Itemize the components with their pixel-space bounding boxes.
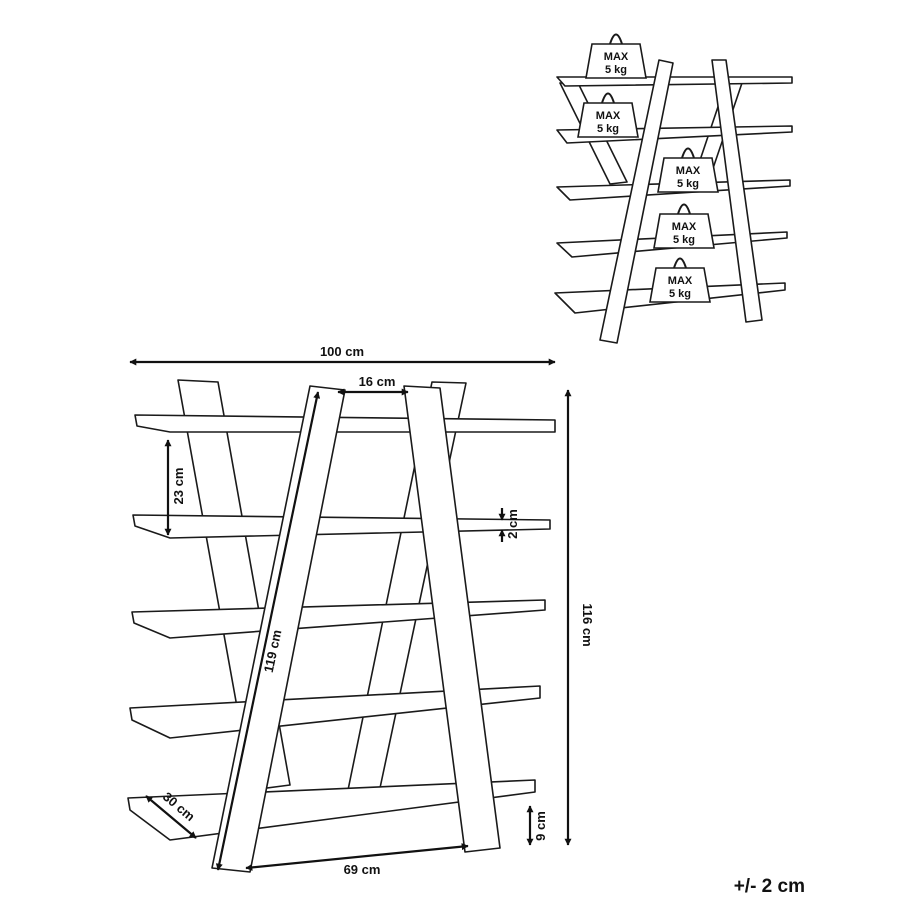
weight-icon: MAX 5 kg bbox=[585, 33, 647, 79]
weight-label-max: MAX bbox=[676, 165, 701, 177]
weight-label-kg: 5 kg bbox=[669, 288, 691, 300]
weight-icon: MAX 5 kg bbox=[657, 147, 719, 193]
small-front-leg-left bbox=[599, 59, 674, 344]
shelf-depth-dimension-arrow bbox=[145, 795, 197, 839]
front-leg-right bbox=[403, 385, 501, 853]
load-capacity-diagram: MAX 5 kg MAX 5 kg MAX 5 kg MAX 5 kg MAX … bbox=[554, 33, 793, 344]
leg-bottom-width-label: 69 cm bbox=[344, 862, 381, 877]
weight-label-kg: 5 kg bbox=[673, 234, 695, 246]
leg-top-width-label: 16 cm bbox=[359, 374, 396, 389]
weight-label-kg: 5 kg bbox=[677, 178, 699, 190]
small-front-leg-right bbox=[711, 59, 763, 323]
leg-length-dimension-arrow bbox=[215, 391, 321, 871]
shelf-2 bbox=[132, 514, 551, 539]
weight-icon: MAX 5 kg bbox=[577, 92, 639, 138]
dimension-drawing: 100 cm 16 cm 116 cm 119 cm 69 cm 23 cm 2… bbox=[127, 344, 595, 877]
weight-label-max: MAX bbox=[596, 110, 621, 122]
shelf-1 bbox=[134, 414, 556, 433]
weight-label-max: MAX bbox=[604, 51, 629, 63]
shelf-thickness-label: 2 cm bbox=[505, 509, 520, 539]
weight-label-kg: 5 kg bbox=[605, 64, 627, 76]
leg-bottom-dimension-arrow bbox=[245, 843, 469, 871]
shelf-spacing-label: 23 cm bbox=[171, 468, 186, 505]
height-label: 116 cm bbox=[580, 603, 595, 646]
width-label: 100 cm bbox=[320, 344, 364, 359]
weight-icon: MAX 5 kg bbox=[649, 257, 711, 303]
shelf-3 bbox=[131, 599, 546, 639]
weight-label-kg: 5 kg bbox=[597, 123, 619, 135]
weight-icon: MAX 5 kg bbox=[653, 203, 715, 249]
tolerance-note: +/- 2 cm bbox=[734, 876, 805, 897]
weight-label-max: MAX bbox=[668, 275, 693, 287]
weight-label-max: MAX bbox=[672, 221, 697, 233]
bottom-clearance-label: 9 cm bbox=[533, 811, 548, 841]
